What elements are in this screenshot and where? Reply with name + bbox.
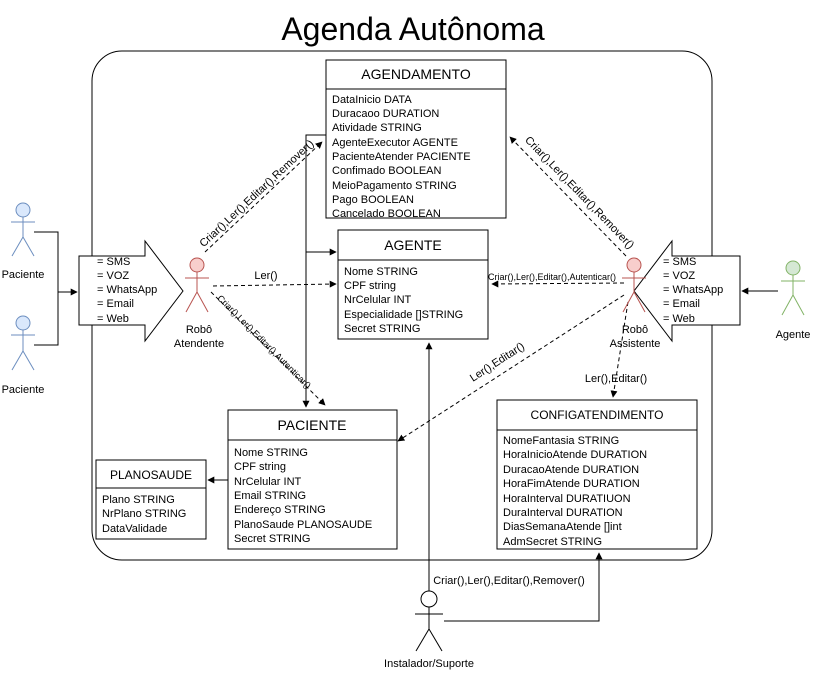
entity-field: Confimado BOOLEAN [332,165,441,177]
actor-robo-atendente[interactable] [185,257,209,313]
entity-header: CONFIGATENDIMENTO [531,408,664,422]
entity-field: DuracaoAtende DURATION [503,464,639,476]
entity-field: DiasSemanaAtende []int [503,521,622,533]
entity-planosaude[interactable]: PLANOSAUDE Plano STRING NrPlano STRING D… [95,459,207,540]
entity-field: NrCelular INT [234,476,302,488]
entity-field: DataValidade [102,523,167,535]
entity-field: DataInicio DATA [332,94,412,106]
entity-field: CPF string [344,280,396,292]
entity-field: Secret STRING [344,323,420,335]
entity-agente[interactable]: AGENTE Nome STRING CPF string NrCelular … [337,229,489,340]
entity-field: MeioPagamento STRING [332,180,457,192]
entity-header: AGENDAMENTO [361,66,471,82]
flow-label-atendente-paciente: Criar(),Ler(),Editar(),Autenticar() [215,293,313,391]
entity-header: PLANOSAUDE [110,468,192,482]
channel-item: = Web [97,313,129,325]
entity-configatendimento[interactable]: CONFIGATENDIMENTO NomeFantasia STRING Ho… [496,399,698,550]
channel-item: = VOZ [97,270,129,282]
flow-label-assistente-agendamento: Criar(),Ler(),Editar(),Remover() [522,134,636,251]
flow-label-atendente-agente: Ler() [254,270,277,282]
channel-item: = SMS [97,256,130,268]
flow-label-instalador: Criar(),Ler(),Editar(),Remover() [433,575,585,587]
channel-item: = WhatsApp [97,284,157,296]
entity-field: Nome STRING [344,266,418,278]
diagram-title: Agenda Autônoma [281,11,545,47]
channel-item: = SMS [663,256,696,268]
entity-field: HoraFimAtende DURATION [503,478,640,490]
actor-label-robo-atendente: Robô [186,324,212,336]
entity-field: Secret STRING [234,533,310,545]
actor-agente[interactable] [781,260,805,316]
entity-field: CPF string [234,461,286,473]
entity-field: Plano STRING [102,494,175,506]
actor-label-robo-assistente-role: Assistente [610,338,661,350]
entity-field: Nome STRING [234,447,308,459]
entity-field: Cancelado BOOLEAN [332,208,441,220]
entity-field: DuraInterval DURATION [503,507,623,519]
entity-field: AgenteExecutor AGENTE [332,137,458,149]
flow-label-atendente-agendamento: Criar(),Ler(),Editar(),Remover() [197,138,316,250]
actor-paciente-1[interactable] [11,202,35,257]
actor-label-robo-assistente: Robô [622,324,648,336]
instalador-to-config-link [444,552,603,622]
channel-item: = VOZ [663,270,695,282]
actor-label-robo-atendente-role: Atendente [174,338,224,350]
actor-label-agente: Agente [776,329,811,341]
actor-label-paciente: Paciente [2,384,45,396]
flow-atendente-agente [212,280,337,288]
entity-field: PacienteAtender PACIENTE [332,151,471,163]
channels-right: = SMS = VOZ = WhatsApp = Email = Web [633,239,741,343]
flow-assistente-paciente [397,294,625,442]
entity-field: Pago BOOLEAN [332,194,414,206]
entity-paciente[interactable]: PACIENTE Nome STRING CPF string NrCelula… [227,409,398,550]
channel-item: = WhatsApp [663,284,723,296]
entity-header: AGENTE [384,237,442,253]
flow-label-assistente-agente: Criar(),Ler(),Editar(),Autenticar() [488,272,616,282]
entity-field: Endereço STRING [234,504,326,516]
channels-left: = SMS = VOZ = WhatsApp = Email = Web [78,239,184,343]
actor-instalador[interactable] [415,590,443,652]
channel-item: = Email [97,298,134,310]
entity-field: NrPlano STRING [102,508,186,520]
entity-field: Especialidade []STRING [344,309,463,321]
entity-field: Email STRING [234,490,306,502]
entity-field: PlanoSaude PLANOSAUDE [234,519,372,531]
entity-field: HoraInterval DURATIUON [503,493,631,505]
flow-label-assistente-paciente: Ler(),Editar() [468,340,527,384]
flow-assistente-config [610,301,629,398]
entity-field: HoraInicioAtende DURATION [503,449,647,461]
entity-field: NomeFantasia STRING [503,435,619,447]
entity-field: NrCelular INT [344,294,412,306]
actor-label-instalador: Instalador/Suporte [384,658,474,670]
entity-agendamento[interactable]: AGENDAMENTO DataInicio DATA Duracaoo DUR… [325,59,507,220]
flow-assistente-agendamento [509,136,627,257]
paciente-bracket [34,231,59,346]
flow-atendente-agendamento [204,141,323,253]
flow-atendente-paciente [210,291,326,406]
actor-paciente-2[interactable] [11,315,35,371]
flow-label-assistente-config: Ler(),Editar() [585,373,647,385]
entity-header: PACIENTE [278,417,347,433]
flow-assistente-agente [491,280,625,288]
actor-label-paciente: Paciente [2,269,45,281]
entity-field: Atividade STRING [332,122,422,134]
entity-field: AdmSecret STRING [503,536,602,548]
channel-item: = Web [663,313,695,325]
channel-item: = Email [663,298,700,310]
entity-field: Duracaoo DURATION [332,108,439,120]
actor-robo-assistente[interactable] [622,257,646,313]
